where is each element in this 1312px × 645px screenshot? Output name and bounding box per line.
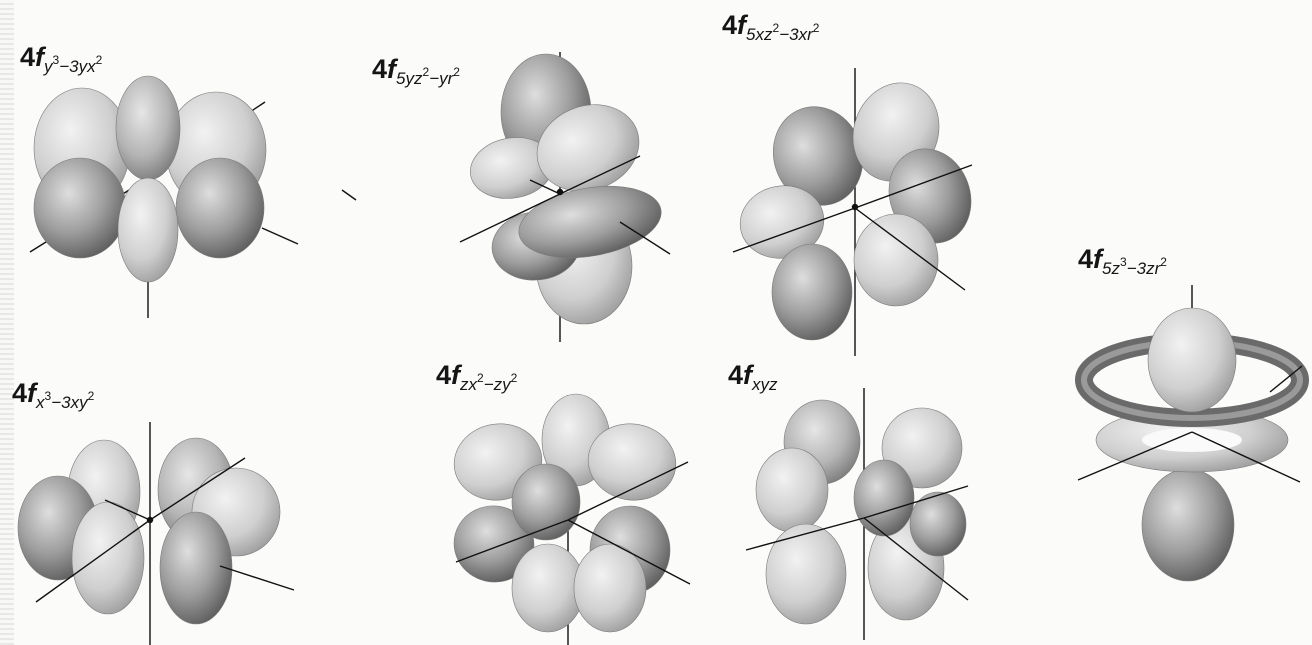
label-f: f <box>451 360 460 390</box>
orbital-lobe <box>118 178 178 282</box>
label-f: f <box>743 360 752 390</box>
label-prefix: 4 <box>12 378 27 408</box>
label-prefix: 4 <box>1078 244 1093 274</box>
orbital-label-xyz: 4fxyz <box>728 362 778 393</box>
label-subscript: 5xz2−3xr2 <box>746 25 819 44</box>
label-f: f <box>1093 244 1102 274</box>
label-prefix: 4 <box>728 360 743 390</box>
orbital-lobe <box>1142 469 1234 581</box>
orbital-label-x3-3xy2: 4fx3−3xy2 <box>12 380 94 411</box>
orbital-lobe <box>1148 308 1236 412</box>
orbital-y3-3yx2 <box>30 76 356 318</box>
nucleus-dot <box>852 204 858 210</box>
label-prefix: 4 <box>20 42 35 72</box>
orbital-label-y3-3yx2: 4fy3−3yx2 <box>20 44 102 75</box>
orbital-lobe <box>766 524 846 624</box>
label-f: f <box>35 42 44 72</box>
orbital-x3-3xy2 <box>18 422 294 645</box>
orbital-lobe <box>72 502 144 614</box>
label-prefix: 4 <box>436 360 451 390</box>
orbital-lobe <box>34 158 126 258</box>
orbital-zx2-zy2 <box>448 394 690 645</box>
orbital-lobe <box>160 512 232 624</box>
axis-line <box>262 228 298 244</box>
label-prefix: 4 <box>722 10 737 40</box>
label-subscript: y3−3yx2 <box>44 57 102 76</box>
label-f: f <box>27 378 36 408</box>
orbital-label-zx2-zy2: 4fzx2−zy2 <box>436 362 517 393</box>
nucleus-dot <box>557 189 563 195</box>
orbital-lobe <box>756 448 828 532</box>
orbital-label-5z3-3zr2: 4f5z3−3zr2 <box>1078 246 1167 277</box>
orbital-lobe <box>176 158 264 258</box>
orbital-xyz <box>746 388 968 640</box>
label-subscript: 5yz2−yr2 <box>396 69 460 88</box>
label-f: f <box>387 54 396 84</box>
orbital-lobe <box>116 76 180 180</box>
orbital-lobe <box>772 244 852 340</box>
orbital-5xz2-3xr2 <box>733 68 984 356</box>
orbital-label-5xz2-3xr2: 4f5xz2−3xr2 <box>722 12 819 43</box>
label-prefix: 4 <box>372 54 387 84</box>
orbital-lobe <box>574 544 646 632</box>
label-f: f <box>737 10 746 40</box>
orbital-label-5yz2-yr2: 4f5yz2−yr2 <box>372 56 460 87</box>
label-subscript: zx2−zy2 <box>460 375 517 394</box>
nucleus-dot <box>147 517 153 523</box>
orbital-5z3-3zr2 <box>1078 285 1302 581</box>
orbital-lobe <box>854 460 914 536</box>
label-subscript: xyz <box>752 375 778 394</box>
orbital-5yz2-yr2 <box>460 52 670 342</box>
axis-line <box>342 190 356 200</box>
label-subscript: x3−3xy2 <box>36 393 94 412</box>
orbital-lobe <box>512 544 584 632</box>
label-subscript: 5z3−3zr2 <box>1102 259 1167 278</box>
